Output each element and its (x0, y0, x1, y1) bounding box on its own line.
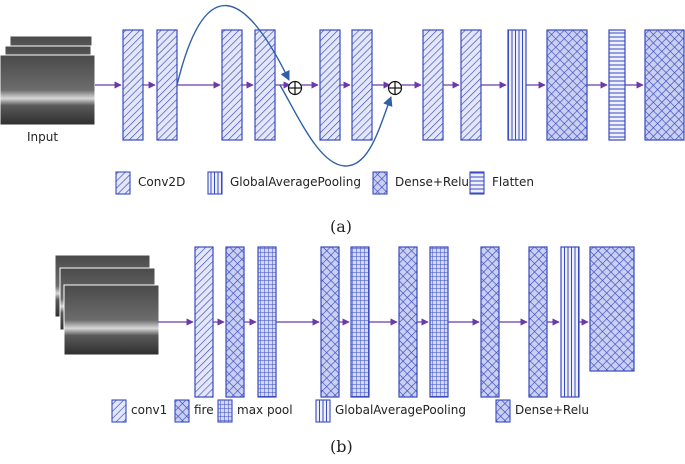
legend-swatch-a-flatten (469, 171, 485, 195)
layer-block-a-1 (122, 29, 144, 141)
skip-connection-1 (176, 4, 290, 86)
layer-block-a-7 (422, 29, 444, 141)
legend-swatch-b-fire (174, 399, 190, 423)
skip-connection-2 (279, 84, 393, 167)
layer-block-a-10 (546, 29, 588, 141)
legend-label-a-gap: GlobalAveragePooling (230, 175, 361, 189)
layer-block-a-3 (221, 29, 243, 141)
legend-label-b-fire: fire (194, 403, 214, 417)
layer-block-b-6 (398, 246, 418, 398)
legend-label-a-flatten: Flatten (492, 175, 534, 189)
caption-b: (b) (330, 437, 353, 456)
legend-swatch-b-maxpool (217, 399, 233, 423)
layer-block-a-11 (608, 29, 626, 141)
layer-block-b-7 (429, 246, 449, 398)
legend-swatch-b-gap (315, 399, 331, 423)
caption-a: (a) (330, 217, 353, 236)
layer-block-b-8 (480, 246, 500, 398)
legend-swatch-b-conv1 (111, 399, 127, 423)
layer-block-a-9 (507, 29, 527, 141)
input-image-front (0, 54, 96, 126)
legend-label-b-gap: GlobalAveragePooling (335, 403, 466, 417)
legend-label-a-dense: Dense+Relu (395, 175, 470, 189)
legend-label-a-conv2d: Conv2D (138, 175, 186, 189)
legend-label-b-conv1: conv1 (131, 403, 168, 417)
layer-block-a-12 (644, 29, 685, 141)
layer-block-b-10 (560, 246, 580, 398)
legend-swatch-a-conv2d (115, 171, 131, 195)
layer-block-b-11 (589, 246, 635, 372)
layer-block-a-8 (460, 29, 482, 141)
input-image-b-front (63, 284, 160, 356)
layer-block-a-2 (156, 29, 178, 141)
layer-block-a-5 (319, 29, 341, 141)
layer-block-b-1 (194, 246, 214, 398)
legend-swatch-a-gap (207, 171, 223, 195)
layer-block-b-2 (225, 246, 245, 398)
legend-swatch-b-dense (495, 399, 511, 423)
legend-label-b-maxpool: max pool (237, 403, 293, 417)
input-label: Input (27, 130, 59, 144)
layer-block-a-6 (351, 29, 373, 141)
layer-block-b-3 (257, 246, 277, 398)
layer-block-a-4 (254, 29, 276, 141)
layer-block-b-4 (320, 246, 340, 398)
layer-block-b-5 (350, 246, 370, 398)
legend-label-b-dense: Dense+Relu (515, 403, 590, 417)
layer-block-b-9 (528, 246, 548, 398)
legend-swatch-a-dense (372, 171, 388, 195)
